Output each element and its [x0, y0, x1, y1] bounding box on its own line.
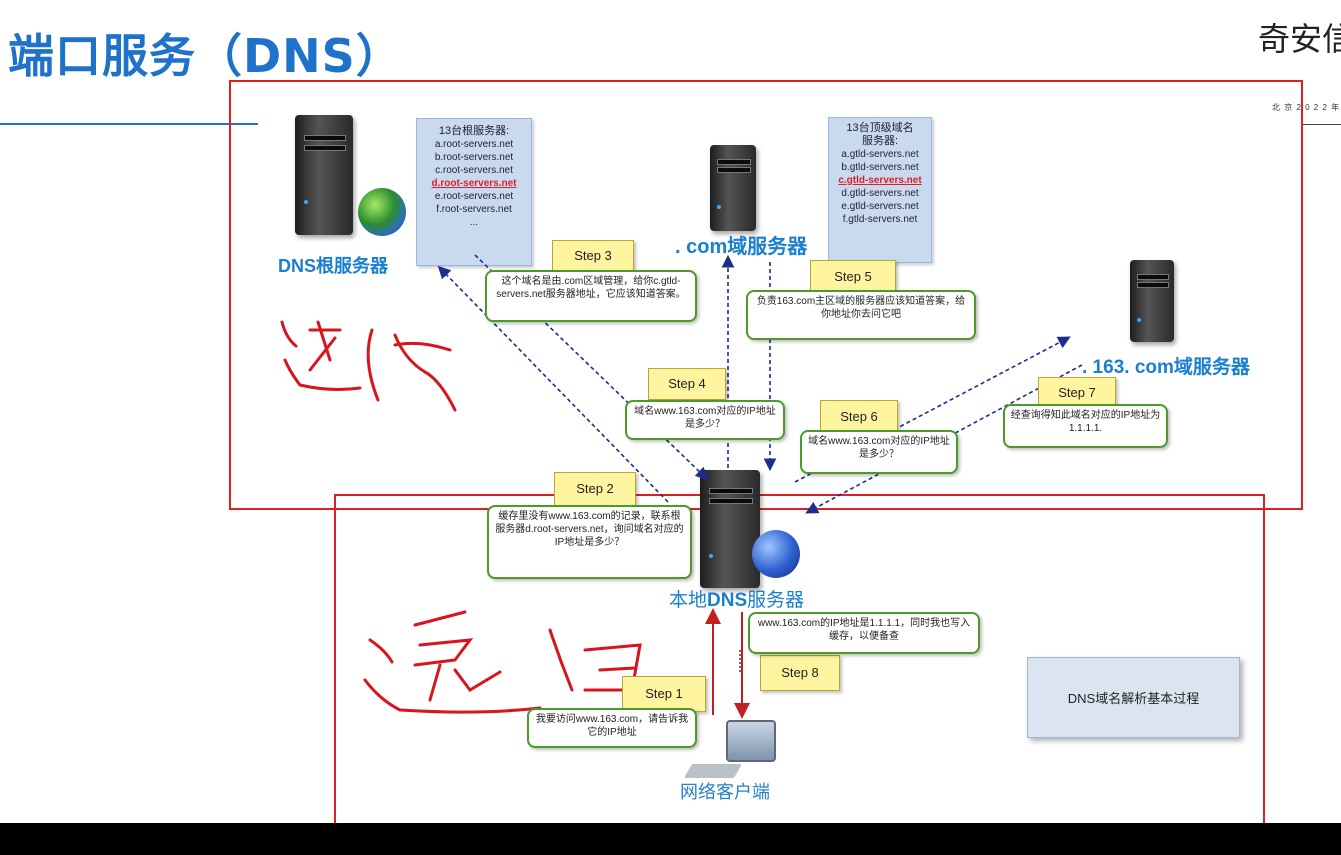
step3-label: Step 3 — [552, 240, 634, 272]
com-server-label: . com域服务器 — [675, 236, 808, 258]
tld-server-entry: a.gtld-servers.net — [841, 149, 919, 160]
root-server-entry: f.root-servers.net — [436, 204, 512, 215]
tld-server-entry: f.gtld-servers.net — [842, 214, 918, 225]
globe-icon — [358, 188, 406, 236]
iterative-frame — [229, 80, 1303, 510]
step8-bubble: www.163.com的IP地址是1.1.1.1，同时我也写入缓存，以便备查 — [748, 612, 980, 654]
root-servers-list: 13台根服务器: a.root-servers.net b.root-serve… — [416, 118, 532, 266]
tld-server-entry-highlight: c.gtld-servers.net — [838, 175, 922, 186]
root-server-entry: a.root-servers.net — [434, 139, 514, 150]
tld-servers-header: 13台顶级域名 — [846, 122, 914, 134]
brand-subtitle: 北 京 2 0 2 2 年 — [1272, 103, 1341, 112]
keyboard-icon — [683, 764, 743, 778]
root-server-label: DNS根服务器 — [278, 256, 389, 276]
tld-server-entry: e.gtld-servers.net — [841, 201, 919, 212]
page-title: 端口服务（DNS） — [8, 29, 403, 83]
domain163-server-icon — [1130, 260, 1174, 342]
root-server-entry-highlight: d.root-servers.net — [431, 178, 517, 189]
root-server-icon — [295, 115, 353, 235]
root-server-entry: c.root-servers.net — [435, 165, 513, 176]
com-server-icon — [710, 145, 756, 231]
step1-label: Step 1 — [622, 676, 706, 712]
legend-box: DNS域名解析基本过程 — [1027, 657, 1240, 738]
step7-bubble: 经查询得知此域名对应的IP地址为1.1.1.1. — [1003, 404, 1168, 448]
step2-bubble: 缓存里没有www.163.com的记录，联系根服务器d.root-servers… — [487, 505, 692, 579]
domain163-server-label: . 163. com域服务器 — [1082, 357, 1250, 378]
step2-label: Step 2 — [554, 472, 636, 506]
tld-servers-list: 13台顶级域名 服务器: a.gtld-servers.net b.gtld-s… — [828, 117, 932, 263]
step8-label: Step 8 — [760, 655, 840, 691]
step5-bubble: 负责163.com主区域的服务器应该知道答案，给你地址你去问它吧 — [746, 290, 976, 340]
title-underline — [0, 123, 258, 125]
step3-bubble: 这个域名是由.com区域管理，给你c.gtld-servers.net服务器地址… — [485, 270, 697, 322]
client-monitor-icon — [726, 720, 776, 762]
step4-label: Step 4 — [648, 368, 726, 400]
root-server-entry: ... — [469, 217, 479, 228]
brand-logo: 奇安信 — [1258, 20, 1341, 58]
step1-bubble: 我要访问www.163.com，请告诉我它的IP地址 — [527, 708, 697, 748]
step5-label: Step 5 — [810, 260, 896, 294]
tld-server-entry: b.gtld-servers.net — [841, 162, 919, 173]
root-server-entry: e.root-servers.net — [434, 191, 514, 202]
bottom-bar — [0, 823, 1341, 855]
step4-bubble: 域名www.163.com对应的IP地址是多少？ — [625, 400, 785, 440]
local-dns-label: 本地DNS服务器 — [669, 590, 805, 611]
local-dns-server-icon — [700, 470, 760, 588]
tld-servers-header: 服务器: — [861, 135, 899, 147]
client-label: 网络客户端 — [680, 782, 770, 802]
root-servers-header: 13台根服务器: — [438, 125, 510, 137]
tld-server-entry: d.gtld-servers.net — [841, 188, 919, 199]
root-server-entry: b.root-servers.net — [434, 152, 514, 163]
step6-label: Step 6 — [820, 400, 898, 434]
brand-divider — [1303, 124, 1341, 125]
network-globe-icon — [752, 530, 800, 578]
step6-bubble: 域名www.163.com对应的IP地址是多少？ — [800, 430, 958, 474]
